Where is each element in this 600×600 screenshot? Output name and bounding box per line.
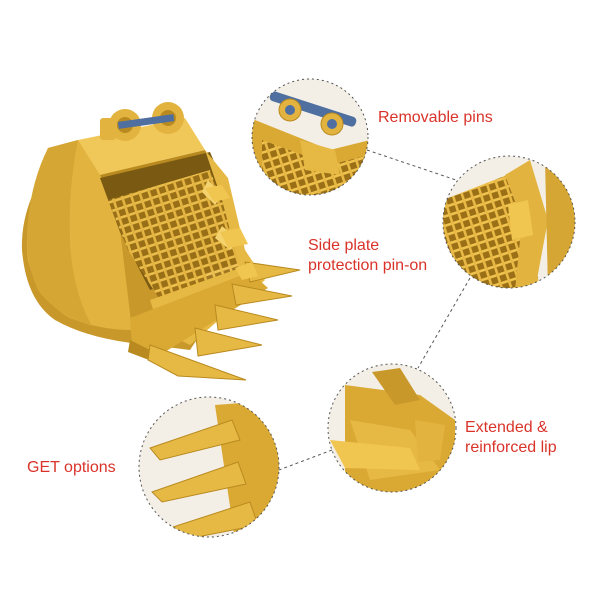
connector-lines [278,149,471,471]
label-removable-pins-text: Removable pins [378,109,493,126]
excavator-bucket-illustration [21,102,301,381]
label-side-plate-line2: protection pin-on [308,257,428,274]
label-get-options: GET options [27,458,116,478]
connector-pins-side [366,149,457,181]
label-extended-lip-line1: Extended & [465,419,548,436]
label-removable-pins: Removable pins [378,108,493,128]
connector-side-lip [417,277,471,369]
label-extended-lip-line2: reinforced lip [465,439,557,456]
get-teeth-closeup [138,396,280,538]
label-get-options-text: GET options [27,459,116,476]
side-plate-protection-closeup [442,155,576,289]
extended-lip-closeup [327,363,457,493]
label-extended-lip: Extended & reinforced lip [465,418,557,458]
removable-pins-closeup [251,78,369,196]
label-side-plate-line1: Side plate [308,237,380,254]
label-side-plate-protection: Side plate protection pin-on [308,236,427,276]
connector-lip-get [278,449,333,471]
